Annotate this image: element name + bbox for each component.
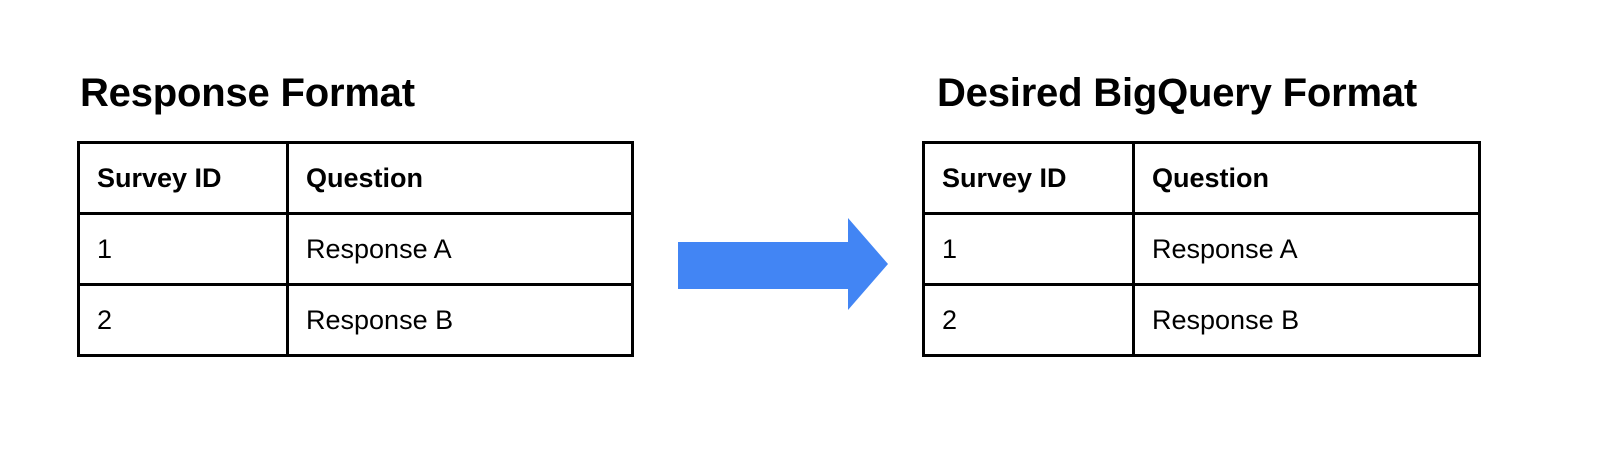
- cell-question: Response A: [1132, 212, 1481, 286]
- bigquery-format-table: Survey ID Question 1 Response A 2 Respon…: [922, 141, 1481, 357]
- table-row: 1 Response A: [922, 212, 1481, 286]
- cell-survey-id: 2: [922, 283, 1135, 357]
- cell-question: Response B: [286, 283, 634, 357]
- table-body: 1 Response A 2 Response B: [922, 212, 1481, 357]
- table-row: 1 Response A: [77, 212, 634, 286]
- transform-arrow: [672, 212, 894, 316]
- cell-survey-id: 1: [77, 212, 289, 286]
- right-arrow-icon: [678, 218, 888, 310]
- table-header-row: Survey ID Question: [77, 141, 634, 215]
- table-header-row: Survey ID Question: [922, 141, 1481, 215]
- left-panel: Response Format Survey ID Question 1 Res…: [0, 0, 660, 468]
- column-header-question: Question: [286, 141, 634, 215]
- right-panel-title: Desired BigQuery Format: [937, 71, 1417, 115]
- column-header-survey-id: Survey ID: [77, 141, 289, 215]
- table-header: Survey ID Question: [77, 141, 634, 215]
- right-panel: Desired BigQuery Format Survey ID Questi…: [900, 0, 1520, 468]
- table-row: 2 Response B: [77, 283, 634, 357]
- column-header-survey-id: Survey ID: [922, 141, 1135, 215]
- cell-survey-id: 2: [77, 283, 289, 357]
- cell-question: Response B: [1132, 283, 1481, 357]
- column-header-question: Question: [1132, 141, 1481, 215]
- table-header: Survey ID Question: [922, 141, 1481, 215]
- cell-question: Response A: [286, 212, 634, 286]
- table-row: 2 Response B: [922, 283, 1481, 357]
- cell-survey-id: 1: [922, 212, 1135, 286]
- response-format-table: Survey ID Question 1 Response A 2 Respon…: [77, 141, 634, 357]
- left-panel-title: Response Format: [80, 71, 415, 115]
- table-body: 1 Response A 2 Response B: [77, 212, 634, 357]
